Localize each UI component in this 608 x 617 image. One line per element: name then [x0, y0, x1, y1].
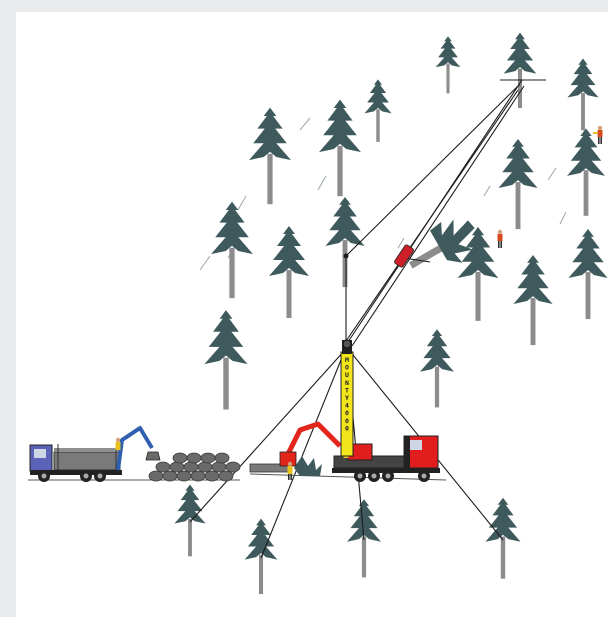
- tree: [436, 36, 461, 93]
- worker-choker: [498, 230, 503, 248]
- tree: [269, 226, 309, 318]
- tree: [568, 229, 607, 319]
- tower-label-char: 0: [345, 424, 349, 432]
- worker-chainsaw: [593, 126, 603, 144]
- forest-trees: [174, 33, 607, 594]
- anchor-tree: [174, 485, 205, 557]
- log-truck-operator: [116, 438, 121, 450]
- tree: [364, 79, 391, 142]
- processor: [250, 424, 340, 480]
- tree: [513, 255, 552, 345]
- tree: [249, 108, 291, 205]
- tree: [325, 197, 364, 287]
- cables: [190, 80, 546, 558]
- haulback-cable: [344, 90, 518, 344]
- tree: [420, 329, 454, 407]
- ground-worker: [288, 462, 293, 480]
- tree: [567, 59, 598, 131]
- tree: [498, 139, 537, 229]
- anchor-tree: [485, 498, 520, 579]
- slope-lines: [200, 118, 566, 270]
- guy-line: [261, 350, 345, 558]
- tree: [458, 227, 499, 321]
- tree: [504, 33, 537, 108]
- log-truck: [30, 428, 160, 482]
- tree: [319, 100, 361, 197]
- tree: [204, 310, 247, 409]
- tree: [211, 202, 253, 299]
- guy-line: [190, 350, 345, 522]
- log-pile: [149, 453, 240, 481]
- rigging-block: [344, 254, 349, 259]
- grapple: [146, 452, 160, 460]
